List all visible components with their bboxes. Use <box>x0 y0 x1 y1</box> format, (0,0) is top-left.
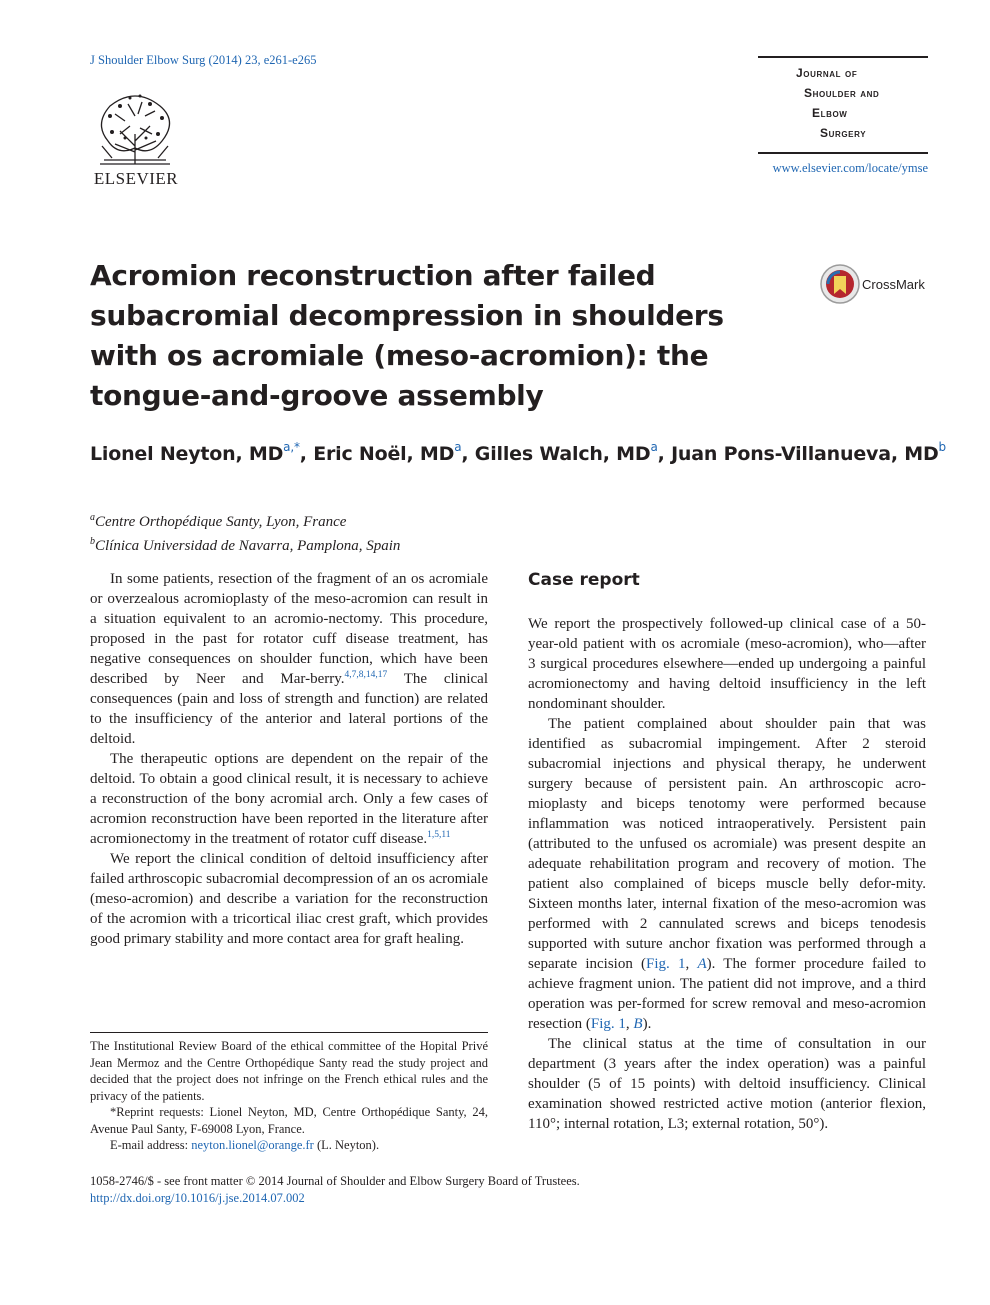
author-separator: , <box>299 443 314 465</box>
paragraph-text: ). The former procedure failed to achiev… <box>528 956 927 1032</box>
case-report-column: We report the prospectively followed-up … <box>528 614 926 1134</box>
section-heading: Case report <box>528 570 640 590</box>
figure-panel-link[interactable]: B <box>633 1016 643 1032</box>
journal-name-line-3: Elbow <box>812 106 848 120</box>
case-paragraph: We report the prospectively followed-up … <box>528 616 926 712</box>
issn-line: 1058-2746/$ - see front matter © 2014 Jo… <box>90 1174 580 1188</box>
author-separator: , <box>461 443 475 465</box>
crossmark-icon[interactable] <box>820 263 932 305</box>
paragraph-text: The patient complained about shoulder pa… <box>528 716 926 972</box>
author-affiliation-mark[interactable]: a <box>454 440 462 454</box>
author-name: Eric Noël, MD <box>313 443 455 465</box>
affiliation-text: Centre Orthopédique Santy, Lyon, France <box>95 514 347 530</box>
author-affiliation-mark[interactable]: a,* <box>283 440 300 454</box>
author-separator: , <box>657 443 672 465</box>
page-bottom-info: 1058-2746/$ - see front matter © 2014 Jo… <box>90 1173 580 1207</box>
journal-name-line-2: Shoulder and <box>804 86 880 100</box>
case-paragraph: The clinical status at the time of consu… <box>528 1036 926 1132</box>
journal-logo: Journal of Shoulder and Elbow Surgery <box>758 56 928 154</box>
paragraph-text: The clinical consequences (pain and loss… <box>90 671 488 747</box>
author-affiliation-mark[interactable]: b <box>938 440 947 454</box>
journal-url-link[interactable]: www.elsevier.com/locate/ymse <box>772 161 928 175</box>
email-line: E-mail address: neyton.lionel@orange.fr … <box>90 1137 488 1154</box>
crossmark-label[interactable]: CrossMark <box>862 277 925 292</box>
journal-name-line-4: Surgery <box>820 126 867 140</box>
case-paragraph: The patient complained about shoulder pa… <box>528 714 926 1034</box>
intro-paragraph: The therapeutic options are dependent on… <box>90 749 488 849</box>
irb-statement: The Institutional Review Board of the et… <box>90 1039 488 1103</box>
paragraph-text: ). <box>642 1016 652 1032</box>
affiliation-item: bClínica Universidad de Navarra, Pamplon… <box>90 532 400 556</box>
elsevier-tree-logo <box>92 88 178 165</box>
paragraph-text: In some patients, resection of the fragm… <box>90 571 488 687</box>
footnote-divider <box>90 1032 488 1033</box>
paragraph-text: The therapeutic options are dependent on… <box>90 751 488 847</box>
journal-name-line-1: Journal of <box>796 66 858 80</box>
journal-citation[interactable]: J Shoulder Elbow Surg (2014) 23, e261-e2… <box>90 53 317 67</box>
intro-paragraph: We report the clinical condition of delt… <box>90 851 488 947</box>
affiliations: aCentre Orthopédique Santy, Lyon, France… <box>90 508 400 556</box>
affiliation-text: Clínica Universidad de Navarra, Pamplona… <box>95 538 401 554</box>
reference-citation[interactable]: 4,7,8,14,17 <box>344 670 388 680</box>
author-name: Lionel Neyton, MD <box>90 443 284 465</box>
email-suffix: (L. Neyton). <box>313 1138 380 1152</box>
intro-paragraph: In some patients, resection of the fragm… <box>90 569 488 749</box>
doi-link[interactable]: http://dx.doi.org/10.1016/j.jse.2014.07.… <box>90 1191 305 1205</box>
figure-link[interactable]: Fig. 1 <box>646 956 686 972</box>
figure-separator: , <box>685 956 698 972</box>
author-name: Juan Pons-Villanueva, MD <box>671 443 939 465</box>
figure-link[interactable]: Fig. 1 <box>590 1016 626 1032</box>
introduction-column: In some patients, resection of the fragm… <box>90 569 488 949</box>
affiliation-mark: b <box>90 536 95 547</box>
author-affiliation-mark[interactable]: a <box>650 440 658 454</box>
email-label: E-mail address: <box>110 1138 192 1152</box>
email-link[interactable]: neyton.lionel@orange.fr <box>191 1138 314 1152</box>
footnotes: The Institutional Review Board of the et… <box>90 1038 488 1154</box>
reference-citation[interactable]: 1,5,11 <box>427 830 451 840</box>
author-name: Gilles Walch, MD <box>474 443 651 465</box>
figure-panel-link[interactable]: A <box>697 956 707 972</box>
author-list: Lionel Neyton, MDa,*, Eric Noël, MDa, Gi… <box>90 440 946 465</box>
affiliation-mark: a <box>90 512 95 523</box>
figure-separator: , <box>625 1016 634 1032</box>
affiliation-item: aCentre Orthopédique Santy, Lyon, France <box>90 508 400 532</box>
reprint-requests: *Reprint requests: Lionel Neyton, MD, Ce… <box>90 1105 488 1136</box>
elsevier-wordmark: ELSEVIER <box>93 169 179 188</box>
article-title: Acromion reconstruction after failed sub… <box>90 259 724 412</box>
